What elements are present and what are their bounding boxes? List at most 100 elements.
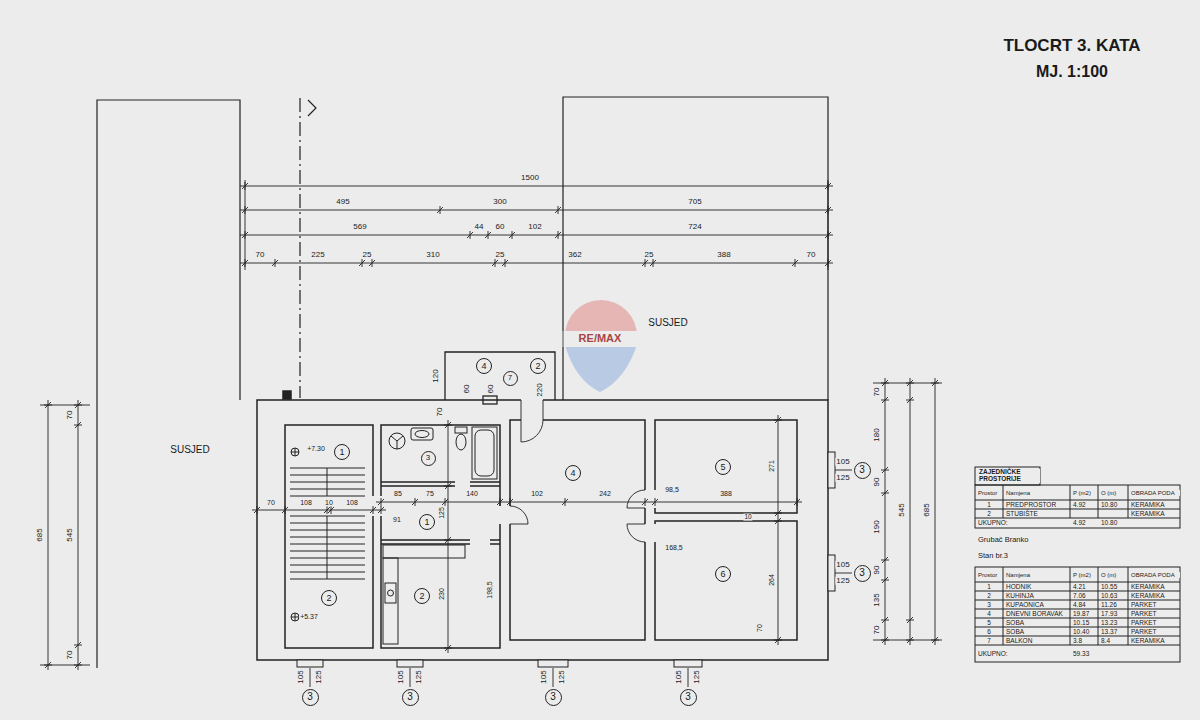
- dimension-value: 85: [393, 490, 403, 497]
- dimension-value: 90: [873, 476, 881, 487]
- callout-number: 3: [685, 692, 691, 702]
- dimension-value: 724: [687, 223, 702, 231]
- dimension-value: 125: [558, 669, 566, 684]
- windows: [828, 452, 835, 488]
- dimension-value: 10: [324, 499, 334, 506]
- dimension-value: +5.37: [299, 613, 319, 620]
- table-cell: Namjena: [1005, 571, 1031, 577]
- table-cell: Prostor: [977, 571, 998, 577]
- walls: [381, 425, 500, 648]
- table-cell: Grubač Branko: [977, 536, 1029, 544]
- table-cell: 6: [986, 628, 992, 635]
- dimension-value: 102: [530, 490, 544, 497]
- dimension-line: [774, 518, 782, 524]
- callout-circle: 3: [680, 689, 697, 706]
- dimension-value: 310: [425, 251, 440, 259]
- table-cell: 4: [986, 610, 992, 617]
- dimension-value: 264: [768, 573, 775, 587]
- dimension-value: 44: [474, 223, 485, 231]
- table-cell: SOBA: [1005, 619, 1025, 626]
- door-openings: [372, 399, 656, 545]
- windows: [538, 660, 568, 667]
- dimension-line: [444, 483, 452, 489]
- dimension-line: [240, 263, 833, 264]
- door-openings: [455, 481, 470, 487]
- kitchen-counter: [383, 545, 465, 558]
- dimension-value: 705: [687, 198, 702, 206]
- dimension-value: 362: [567, 251, 582, 259]
- dimension-line: [448, 420, 449, 653]
- dimension-value: 70: [66, 410, 74, 421]
- table-cell: 10.15: [1072, 619, 1090, 626]
- table-cell: 4.84: [1072, 601, 1087, 608]
- walls: [655, 420, 797, 513]
- dimension-value: 125: [315, 669, 323, 684]
- table-cell: 10.40: [1072, 628, 1090, 635]
- leader-line: [310, 470, 852, 687]
- dimension-line: [881, 467, 889, 473]
- dimension-line: [328, 506, 334, 514]
- dimension-value: 108: [345, 499, 359, 506]
- dimension-value: 70: [66, 650, 74, 661]
- table-cell: 13.23: [1100, 619, 1118, 626]
- plan-title: TLOCRT 3. KATA: [1002, 37, 1141, 55]
- door-swing: [521, 420, 543, 442]
- bathroom-fixtures: [472, 427, 497, 479]
- dimension-line: [509, 231, 515, 239]
- dimension-value: 70: [806, 251, 817, 259]
- dimension-value: 70: [436, 407, 444, 418]
- stairs: [290, 448, 365, 621]
- bathroom-fixtures: [475, 430, 494, 476]
- dimension-value: 98,5: [664, 486, 680, 493]
- dimension-line: [444, 645, 452, 651]
- dimension-value: 125: [415, 669, 423, 684]
- kitchen-counter: [383, 558, 398, 644]
- dimension-line: [78, 400, 79, 670]
- dimension-value: 125: [438, 506, 445, 520]
- door-openings: [470, 539, 490, 545]
- schedule-table: [975, 467, 1180, 662]
- table-cell: KERAMIKA: [1130, 592, 1166, 599]
- dimension-line: [252, 510, 386, 511]
- balcony: [445, 352, 555, 404]
- dimension-value: 25: [644, 251, 655, 259]
- dimension-line: [254, 506, 260, 514]
- callout-number: 3: [859, 465, 865, 475]
- table-cell: 10.55: [1100, 583, 1118, 590]
- dimension-value: 105: [835, 458, 850, 466]
- dimension-line: [906, 397, 914, 403]
- dimension-value: 25: [495, 251, 506, 259]
- dimension-value: 198,5: [486, 580, 493, 600]
- table-cell: 11.26: [1100, 601, 1118, 608]
- dimension-value: 388: [719, 490, 733, 497]
- walls: [283, 391, 291, 399]
- windows: [397, 660, 423, 667]
- table-cell: 7: [986, 637, 992, 644]
- dimension-value: 75: [425, 490, 435, 497]
- dimension-value: 70: [255, 251, 266, 259]
- table-cell: O (m): [1100, 489, 1117, 495]
- dimension-line: [378, 498, 384, 506]
- table-cell: 4.92: [1072, 520, 1087, 527]
- windows: [297, 452, 835, 667]
- callout-circle: 6: [715, 566, 731, 582]
- table-cell: P (m2): [1072, 571, 1092, 577]
- bathroom-fixtures: [389, 427, 497, 479]
- callout-number: 1: [424, 518, 429, 527]
- dimension-line: [378, 506, 384, 514]
- dimension-line: [642, 498, 648, 506]
- dimension-line: [906, 617, 914, 623]
- dimension-value: 545: [66, 527, 74, 542]
- table-cell: HODNIK: [1005, 583, 1032, 590]
- table-cell: 10.63: [1100, 592, 1118, 599]
- dimension-value: 90: [873, 565, 881, 576]
- dimension-value: 120: [432, 368, 440, 383]
- dimension-line: [272, 259, 278, 267]
- dimension-value: 545: [898, 502, 906, 517]
- callout-circle: 2: [321, 590, 337, 606]
- callout-circle: 3: [854, 462, 871, 479]
- dimension-value: 1500: [520, 174, 540, 182]
- dimension-line: [507, 498, 513, 506]
- windows: [828, 555, 835, 591]
